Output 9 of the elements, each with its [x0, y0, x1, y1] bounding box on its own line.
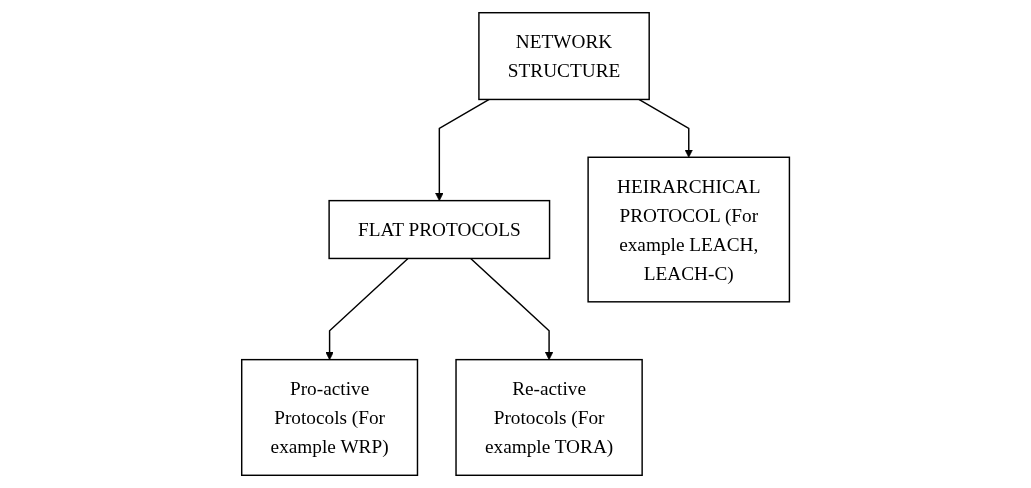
- arrow: [638, 98, 693, 158]
- node-box: Re-active Protocols (For example TORA): [455, 358, 643, 476]
- node-box: Pro-active Protocols (For example WRP): [240, 358, 419, 476]
- arrow: [469, 257, 554, 361]
- arrow: [435, 98, 490, 201]
- node-box: FLAT PROTOCOLS: [328, 199, 551, 260]
- arrow: [325, 257, 409, 361]
- node-box: HEIRARCHICAL PROTOCOL (For example LEACH, LEACH-C): [587, 156, 791, 303]
- node-box: NETWORK STRUCTURE: [478, 12, 650, 101]
